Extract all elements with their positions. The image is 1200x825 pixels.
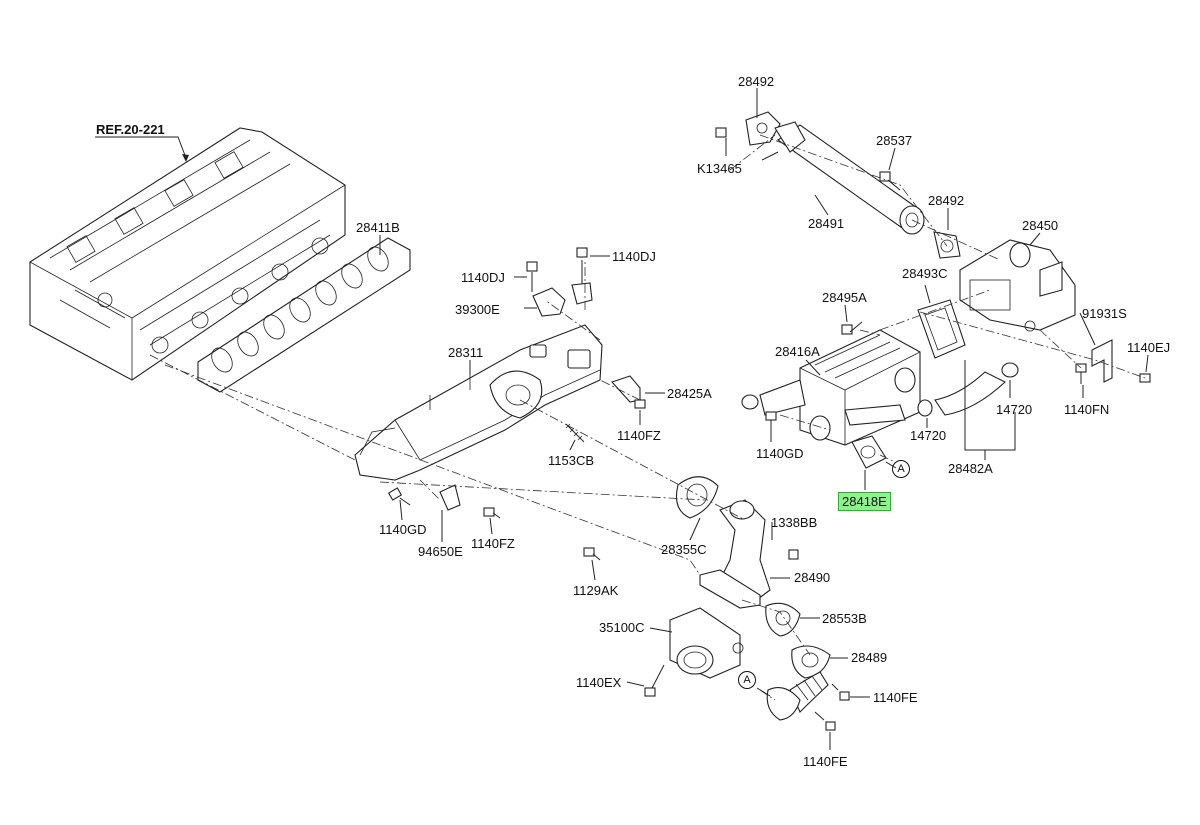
part-label-28418e-highlighted[interactable]: 28418E bbox=[838, 492, 891, 511]
gasket-28493c-drawing bbox=[917, 299, 966, 359]
gasket-28553b-drawing bbox=[765, 602, 801, 637]
coolant-hose-drawing bbox=[917, 362, 1019, 417]
egr-sensor-drawing bbox=[526, 247, 593, 317]
part-label-1129ak: 1129AK bbox=[573, 583, 619, 598]
leader-lines bbox=[379, 88, 1149, 750]
part-label-28495a: 28495A bbox=[822, 290, 867, 305]
bracket-91931s-drawing bbox=[1091, 339, 1113, 383]
part-label-28482a: 28482A bbox=[948, 461, 993, 476]
part-label-28490: 28490 bbox=[794, 570, 831, 585]
part-label-k13465: K13465 bbox=[697, 161, 742, 176]
egr-valve-28450-drawing bbox=[959, 239, 1076, 332]
part-label-28450: 28450 bbox=[1022, 218, 1059, 233]
part-label-39300e: 39300E bbox=[455, 302, 500, 317]
part-label-28493c: 28493C bbox=[902, 266, 948, 281]
part-label-1140gd-left: 1140GD bbox=[379, 522, 427, 537]
part-label-1140gd-right: 1140GD bbox=[756, 446, 804, 461]
part-label-1140fz-left: 1140FZ bbox=[471, 536, 515, 551]
throttle-35100c-drawing bbox=[669, 607, 744, 679]
part-label-28492-top: 28492 bbox=[738, 74, 775, 89]
part-label-1140dj-right: 1140DJ bbox=[612, 249, 656, 264]
part-label-28489: 28489 bbox=[851, 650, 888, 665]
part-label-28311: 28311 bbox=[448, 345, 484, 360]
part-label-28425a: 28425A bbox=[667, 386, 712, 401]
part-label-14720-right: 14720 bbox=[996, 402, 1033, 417]
gasket-28418e-drawing bbox=[851, 435, 887, 469]
egr-pipe-28489-drawing bbox=[766, 645, 831, 721]
cylinder-head-drawing bbox=[29, 127, 346, 381]
part-label-28537: 28537 bbox=[876, 133, 913, 148]
egr-pipe-28490-drawing bbox=[699, 499, 771, 609]
part-label-28492-mid: 28492 bbox=[928, 193, 965, 208]
part-label-1140dj-left: 1140DJ bbox=[461, 270, 505, 285]
part-label-91931s: 91931S bbox=[1082, 306, 1127, 321]
nut-1338bb-drawing bbox=[788, 549, 799, 560]
part-label-94650e: 94650E bbox=[418, 544, 463, 559]
connector-mark-a-bottom: A bbox=[738, 671, 756, 689]
ref-leader bbox=[95, 136, 187, 159]
part-label-35100c: 35100C bbox=[599, 620, 645, 635]
part-label-1140fe-bottom: 1140FE bbox=[803, 754, 848, 769]
gasket-28355c-drawing bbox=[675, 476, 719, 519]
part-label-1140fz-right: 1140FZ bbox=[617, 428, 661, 443]
part-label-28553b: 28553B bbox=[822, 611, 867, 626]
connector-mark-a-right: A bbox=[892, 460, 910, 478]
part-label-14720-left: 14720 bbox=[910, 428, 947, 443]
part-label-1338bb: 1338BB bbox=[771, 515, 818, 530]
egr-pipe-28491-drawing bbox=[715, 111, 925, 235]
part-label-1140ex: 1140EX bbox=[576, 675, 622, 690]
part-label-28416a: 28416A bbox=[775, 344, 820, 359]
part-label-28355c: 28355C bbox=[661, 542, 707, 557]
part-label-1140fe-right: 1140FE bbox=[873, 690, 918, 705]
part-label-1140fn: 1140FN bbox=[1064, 402, 1110, 417]
part-label-1153cb: 1153CB bbox=[548, 453, 595, 468]
gasket-28492-drawing bbox=[933, 231, 961, 259]
part-label-1140ej: 1140EJ bbox=[1127, 340, 1171, 355]
part-label-28411b: 28411B bbox=[356, 220, 400, 235]
reference-label: REF.20-221 bbox=[96, 122, 165, 137]
exhaust-manifold-drawing bbox=[354, 324, 603, 481]
egr-cooler-28416a-drawing bbox=[741, 329, 921, 446]
assembly-lines bbox=[149, 134, 1146, 701]
manifold-bolts-drawing bbox=[387, 484, 601, 561]
part-label-28491: 28491 bbox=[808, 216, 845, 231]
